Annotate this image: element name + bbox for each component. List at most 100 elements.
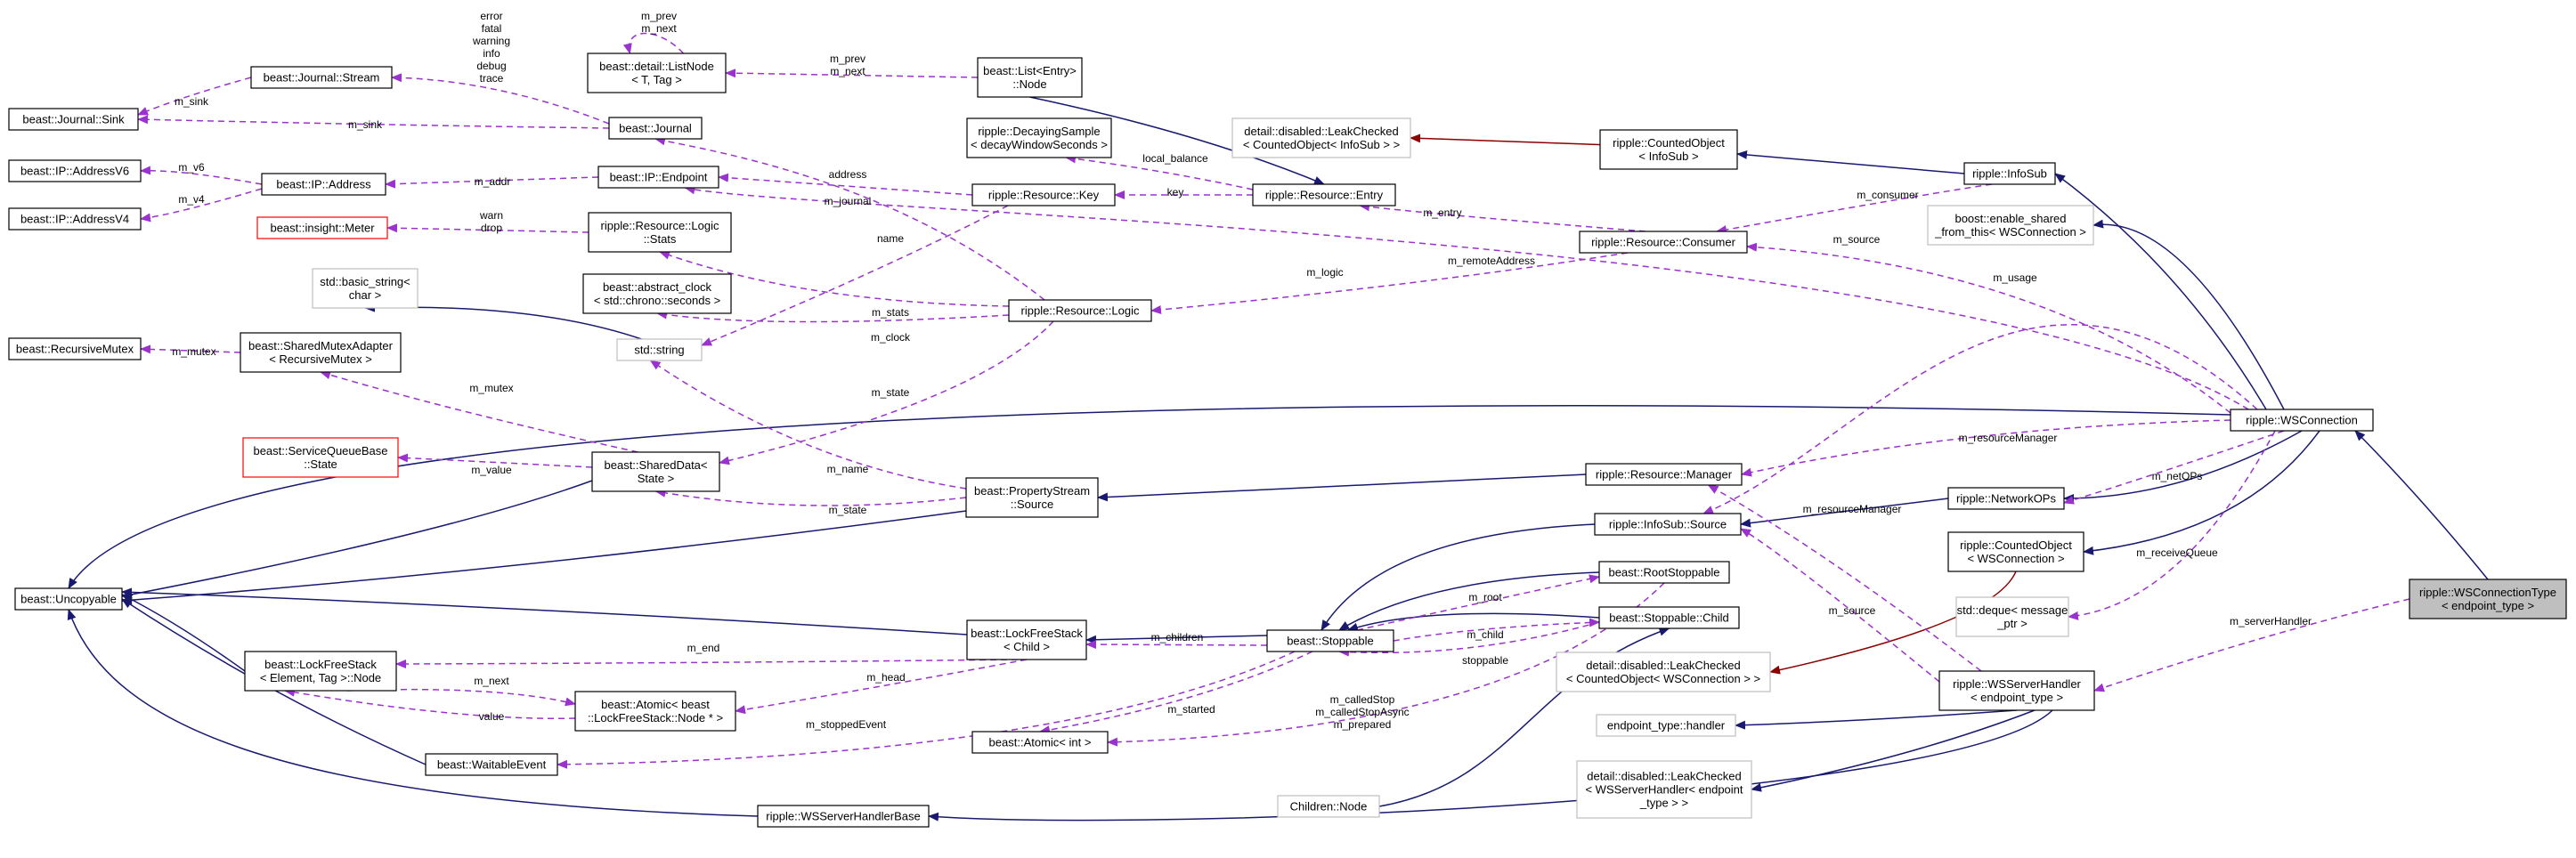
- node-infosub[interactable]: ripple::InfoSub: [1963, 162, 2056, 185]
- node-resource-key[interactable]: ripple::Resource::Key: [971, 183, 1116, 206]
- node-waitableevent[interactable]: beast::WaitableEvent: [425, 753, 558, 776]
- node-countedobject-infosub[interactable]: ripple::CountedObject< InfoSub >: [1599, 129, 1738, 170]
- node-wsserverhandlerbase[interactable]: ripple::WSServerHandlerBase: [757, 805, 930, 828]
- node-box: [757, 805, 930, 828]
- node-lockfreestack-child[interactable]: beast::LockFreeStack< Child >: [966, 619, 1087, 660]
- edge-label-m-end: m_end: [687, 642, 720, 654]
- node-label: ripple::NetworkOPs: [1956, 492, 2056, 506]
- node-ip-address[interactable]: beast::IP::Address: [261, 173, 386, 196]
- stoppable-to-lockfreestack-child-edge: [1085, 635, 1268, 644]
- node-label: beast::Journal::Stream: [264, 71, 380, 85]
- node-box: [1231, 117, 1411, 158]
- node-box: [597, 166, 719, 189]
- node-ip-addressv4[interactable]: beast::IP::AddressV4: [8, 207, 142, 231]
- node-sharedmutexadapter[interactable]: beast::SharedMutexAdapter< RecursiveMute…: [240, 332, 402, 373]
- node-stoppable[interactable]: beast::Stoppable: [1266, 629, 1394, 652]
- node-box: [591, 451, 720, 492]
- node-propertystream-source[interactable]: beast::PropertyStream::Source: [965, 477, 1099, 518]
- journal-stream-to-journal-sink-edge: [137, 77, 252, 116]
- node-abstract-clock[interactable]: beast::abstract_clock< std::chrono::seco…: [582, 273, 732, 314]
- node-countedobject-ws[interactable]: ripple::CountedObject< WSConnection >: [1947, 531, 2084, 572]
- node-label: < RecursiveMutex >: [269, 352, 372, 366]
- node-box: [242, 437, 399, 478]
- node-ip-endpoint[interactable]: beast::IP::Endpoint: [597, 166, 719, 189]
- node-list-entry-node[interactable]: beast::List<Entry>::Node: [977, 57, 1083, 98]
- stoppable-to-atomic-int-edge: [1039, 651, 1313, 735]
- node-box: [1955, 596, 2069, 637]
- node-networkops[interactable]: ripple::NetworkOPs: [1947, 487, 2065, 510]
- node-servicequeue-state[interactable]: beast::ServiceQueueBase::State: [242, 437, 399, 478]
- node-wsconnection[interactable]: ripple::WSConnection: [2230, 409, 2374, 432]
- wsconnection-to-infosub-edge: [2054, 173, 2267, 410]
- node-decayingsample[interactable]: ripple::DecayingSample< decayWindowSecon…: [966, 117, 1112, 158]
- node-wsserverhandler[interactable]: ripple::WSServerHandler< endpoint_type >: [1938, 670, 2095, 711]
- countedobject-ws-to-leakchecked-ws-edge: [1769, 571, 2017, 675]
- edge-label-m-child: m_child: [1467, 628, 1503, 641]
- node-label: beast::Stoppable: [1287, 635, 1374, 648]
- journal-to-journal-sink-edge: [137, 115, 610, 129]
- node-atomic-int[interactable]: beast::Atomic< int >: [971, 731, 1109, 754]
- node-deque: std::deque< message_ptr >: [1955, 596, 2069, 637]
- node-label: beast::LockFreeStack: [971, 627, 1083, 640]
- node-ip-addressv6[interactable]: beast::IP::AddressV6: [8, 159, 142, 182]
- node-label: ripple::Resource::Key: [988, 189, 1100, 202]
- edge-label-m-source-2: m_source: [1829, 604, 1876, 617]
- wsconnection-to-ip-endpoint-edge: [684, 185, 2249, 410]
- node-box: [574, 691, 736, 732]
- node-enable-shared: boost::enable_shared_from_this< WSConnec…: [1927, 205, 2094, 246]
- node-journal-stream[interactable]: beast::Journal::Stream: [250, 66, 393, 89]
- edge-label-m-logic: m_logic: [1306, 266, 1343, 279]
- node-wsconnectiontype[interactable]: ripple::WSConnectionType< endpoint_type …: [2409, 579, 2567, 619]
- node-rootstoppable[interactable]: beast::RootStoppable: [1598, 561, 1730, 584]
- node-stoppable-child[interactable]: beast::Stoppable::Child: [1598, 606, 1740, 629]
- wsconnection-to-infosub-source-edge: [1702, 324, 2258, 514]
- node-resource-entry[interactable]: ripple::Resource::Entry: [1252, 183, 1396, 206]
- node-resource-manager[interactable]: ripple::Resource::Manager: [1585, 463, 1743, 486]
- edge-label-m-journal: m_journal: [825, 195, 872, 207]
- wsserverhandler-to-wsserverhandlerbase-edge: [928, 709, 2053, 822]
- node-label: boost::enable_shared: [1954, 212, 2066, 225]
- node-label: ::Stats: [644, 232, 677, 246]
- node-shareddata[interactable]: beast::SharedData<State >: [591, 451, 720, 492]
- node-label: _from_this< WSConnection >: [1934, 225, 2086, 239]
- node-uncopyable[interactable]: beast::Uncopyable: [14, 587, 123, 611]
- node-listnode[interactable]: beast::detail::ListNode< T, Tag >: [587, 53, 727, 93]
- node-label: beast::IP::Address: [276, 178, 371, 191]
- node-infosub-source[interactable]: ripple::InfoSub::Source: [1594, 513, 1742, 536]
- node-box: [1008, 299, 1152, 322]
- node-label: std::string: [634, 344, 684, 357]
- node-journal[interactable]: beast::Journal: [608, 117, 703, 140]
- node-label: < endpoint_type >: [1971, 691, 2063, 704]
- edge-label-m-sink-2: m_sink: [348, 118, 383, 131]
- node-label: State >: [638, 472, 675, 485]
- node-label: _ptr >: [1996, 617, 2027, 630]
- edge-label-journal-levels-4: debug: [476, 60, 506, 72]
- node-label: detail::disabled::LeakChecked: [1586, 659, 1740, 672]
- stoppable-child-to-stoppable-edge: [1338, 621, 1600, 657]
- wsconnection-to-uncopyable-edge: [68, 405, 2231, 589]
- node-box: [966, 619, 1087, 660]
- node-box: [971, 183, 1116, 206]
- node-journal-sink[interactable]: beast::Journal::Sink: [8, 108, 139, 131]
- node-insight-meter[interactable]: beast::insight::Meter: [256, 216, 388, 239]
- edge-label-m-consumer: m_consumer: [1857, 189, 1918, 201]
- node-label: ripple::Resource::Logic: [1021, 304, 1140, 318]
- propertystream-source-to-uncopyable-edge: [121, 510, 967, 605]
- node-label: beast::detail::ListNode: [599, 60, 714, 73]
- node-label: ripple::InfoSub::Source: [1609, 518, 1727, 531]
- edge-label-m-mutex-2: m_mutex: [469, 382, 513, 394]
- node-label: ripple::Resource::Consumer: [1591, 236, 1736, 249]
- node-resource-logic[interactable]: ripple::Resource::Logic: [1008, 299, 1152, 322]
- node-resource-consumer[interactable]: ripple::Resource::Consumer: [1579, 231, 1748, 254]
- edge-label-m-head: m_head: [866, 671, 905, 684]
- node-label: beast::SharedMutexAdapter: [248, 339, 394, 352]
- wsserverhandler-to-infosub-source-edge: [1740, 528, 1940, 683]
- node-box: [8, 159, 142, 182]
- node-atomic-node[interactable]: beast::Atomic< beast::LockFreeStack::Nod…: [574, 691, 736, 732]
- edge-label-m-netOPs: m_netOPs: [2152, 470, 2203, 482]
- node-recursivemutex[interactable]: beast::RecursiveMutex: [8, 337, 142, 360]
- node-lockfreestack-node[interactable]: beast::LockFreeStack< Element, Tag >::No…: [244, 651, 397, 692]
- node-resource-logic-stats[interactable]: ripple::Resource::Logic::Stats: [588, 212, 732, 253]
- edge-label-called-stop-1: m_calledStopAsync: [1315, 706, 1409, 718]
- node-label: beast::Uncopyable: [20, 593, 117, 606]
